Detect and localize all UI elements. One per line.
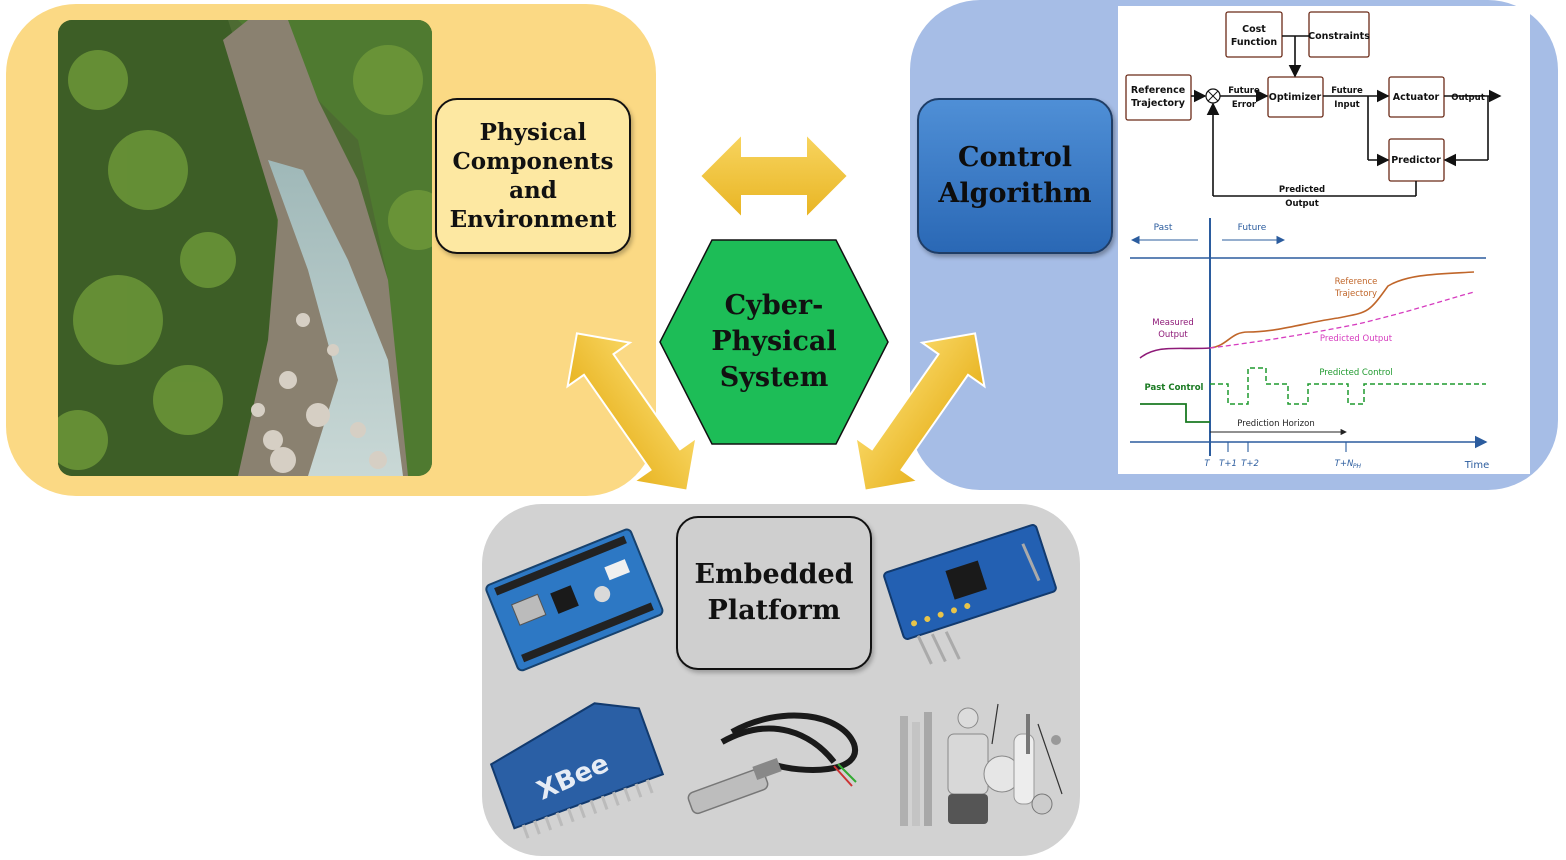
control-label-line-2: Algorithm bbox=[938, 178, 1092, 209]
cps-label-line-3: System bbox=[719, 362, 829, 393]
cps-label: Cyber- Physical System bbox=[660, 240, 888, 444]
physical-label-line-3: and bbox=[509, 177, 557, 204]
arduino-shield-image bbox=[485, 528, 664, 672]
reference-text-2: Trajectory bbox=[1131, 98, 1186, 109]
cost-function-text-1: Cost bbox=[1242, 24, 1266, 35]
embedded-label-line-1: Embedded bbox=[694, 559, 854, 590]
predicted-output-label: Predicted Output bbox=[1320, 334, 1393, 344]
predictor-text: Predictor bbox=[1391, 155, 1441, 166]
embedded-platform-box: Embedded Platform bbox=[676, 516, 872, 670]
reference-trajectory-label-1: Reference bbox=[1335, 277, 1378, 287]
prediction-horizon-label: Prediction Horizon bbox=[1237, 419, 1314, 429]
physical-label-line-4: Environment bbox=[449, 206, 617, 233]
future-text: Future bbox=[1238, 223, 1267, 233]
double-arrow-left-diagonal bbox=[566, 332, 698, 492]
past-control-line bbox=[1140, 403, 1210, 423]
double-arrow-right-diagonal bbox=[854, 332, 986, 492]
optimizer-text: Optimizer bbox=[1269, 92, 1322, 103]
future-error-text-1: Future bbox=[1228, 86, 1260, 96]
cps-hexagon bbox=[659, 239, 889, 445]
control-label-line-1: Control bbox=[957, 142, 1073, 173]
river-gorge-photo bbox=[58, 20, 432, 476]
control-algorithm-box: Control Algorithm bbox=[917, 98, 1113, 254]
physical-label-line-2: Components bbox=[452, 148, 614, 175]
past-control-label: Past Control bbox=[1145, 383, 1204, 393]
predicted-control-line bbox=[1210, 367, 1486, 405]
double-arrow-horizontal bbox=[698, 131, 850, 221]
constraints-block bbox=[1308, 11, 1370, 58]
measured-output-label-2: Output bbox=[1158, 330, 1188, 340]
future-input-text-1: Future bbox=[1331, 86, 1363, 96]
tick-t: T bbox=[1204, 459, 1210, 469]
predicted-output-signal-1: Predicted bbox=[1279, 185, 1325, 195]
cps-label-line-2: Physical bbox=[711, 326, 837, 357]
physical-components-box: Physical Components and Environment bbox=[435, 98, 631, 254]
past-text: Past bbox=[1154, 223, 1173, 233]
measured-output-line bbox=[1139, 347, 1211, 359]
reference-trajectory-label-2: Trajectory bbox=[1334, 289, 1377, 299]
sensor-module-image bbox=[883, 524, 1057, 665]
tick-tn: T+N bbox=[1335, 459, 1354, 469]
embedded-label-line-2: Platform bbox=[707, 595, 841, 626]
output-text: Output bbox=[1451, 93, 1485, 103]
embedded-images-layer: XBee bbox=[485, 524, 1063, 839]
cost-function-text-2: Function bbox=[1231, 37, 1277, 48]
physical-label-line-1: Physical bbox=[479, 119, 587, 146]
reference-text-1: Reference bbox=[1131, 85, 1185, 96]
humidity-probe-image bbox=[687, 712, 859, 815]
xbee-module-image: XBee bbox=[489, 702, 665, 839]
components-assortment-image bbox=[900, 703, 1063, 826]
reference-trajectory-block bbox=[1125, 74, 1192, 121]
mpc-figure: Cost Function Constraints Reference Traj… bbox=[1118, 6, 1530, 474]
measured-output-label-1: Measured bbox=[1152, 318, 1194, 328]
mpc-chart: Past Future Reference Trajectory Measure… bbox=[1130, 218, 1489, 471]
predicted-control-label: Predicted Control bbox=[1319, 368, 1392, 378]
predicted-output-signal-2: Output bbox=[1285, 199, 1319, 209]
time-axis-label: Time bbox=[1464, 460, 1489, 471]
future-input-text-2: Input bbox=[1334, 100, 1359, 110]
cost-function-block bbox=[1225, 11, 1283, 58]
cps-label-line-1: Cyber- bbox=[724, 290, 824, 321]
tick-tn-subscript: PH bbox=[1353, 463, 1362, 470]
constraints-text: Constraints bbox=[1308, 31, 1370, 42]
reference-trajectory-line bbox=[1209, 271, 1475, 349]
predicted-output-line bbox=[1209, 291, 1475, 349]
actuator-text: Actuator bbox=[1393, 92, 1440, 103]
tick-t1: T+1 bbox=[1219, 459, 1237, 469]
tick-t2: T+2 bbox=[1241, 459, 1259, 469]
future-error-text-2: Error bbox=[1232, 100, 1257, 110]
